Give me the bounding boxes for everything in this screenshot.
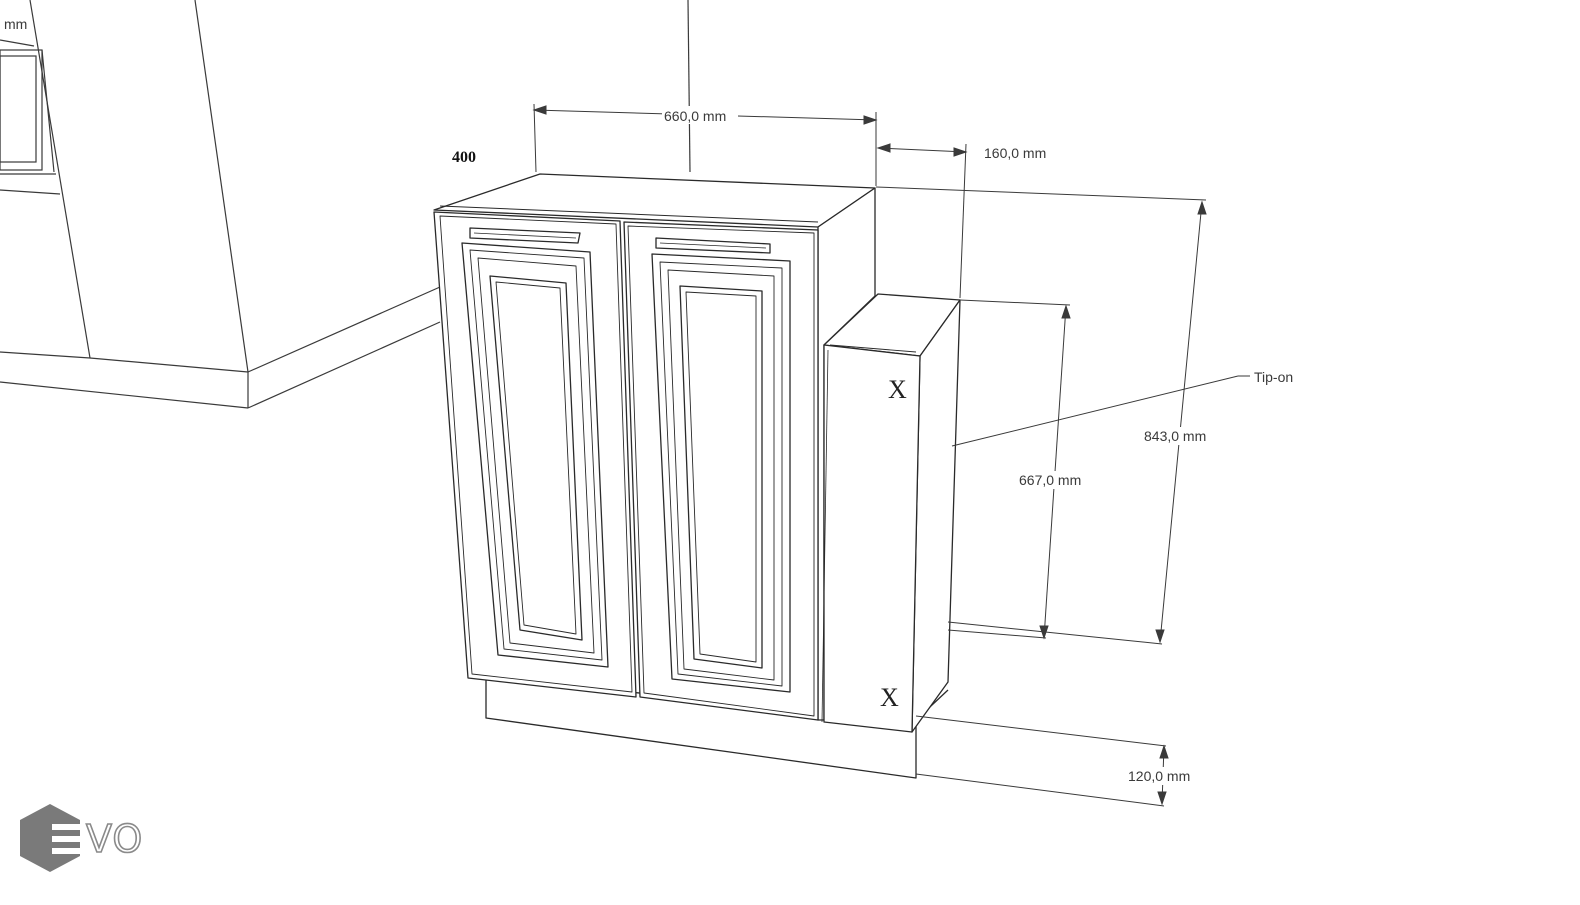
dim-side-depth: 160,0 mm [984, 145, 1046, 161]
dimension-labels: 660,0 mm 160,0 mm 843,0 mm 667,0 mm 120,… [4, 16, 1293, 785]
dim-cabinet-width: 660,0 mm [664, 108, 726, 124]
dim-side-height: 667,0 mm [1019, 472, 1081, 488]
right-door [623, 221, 819, 721]
evo-logo: VO [20, 804, 143, 872]
logo-text: VO [86, 817, 143, 861]
cabinet-code-label: 400 [452, 149, 476, 166]
room-background [0, 0, 691, 409]
cabinet [433, 173, 961, 779]
marker-x-bottom: X [880, 683, 899, 712]
dim-total-height: 843,0 mm [1144, 428, 1206, 444]
logo-hexagon-icon [20, 804, 80, 872]
tip-on-label: Tip-on [1254, 369, 1293, 385]
corner-unit-label: mm [4, 16, 27, 32]
marker-x-top: X [888, 375, 907, 404]
dim-plinth-height: 120,0 mm [1128, 768, 1190, 784]
